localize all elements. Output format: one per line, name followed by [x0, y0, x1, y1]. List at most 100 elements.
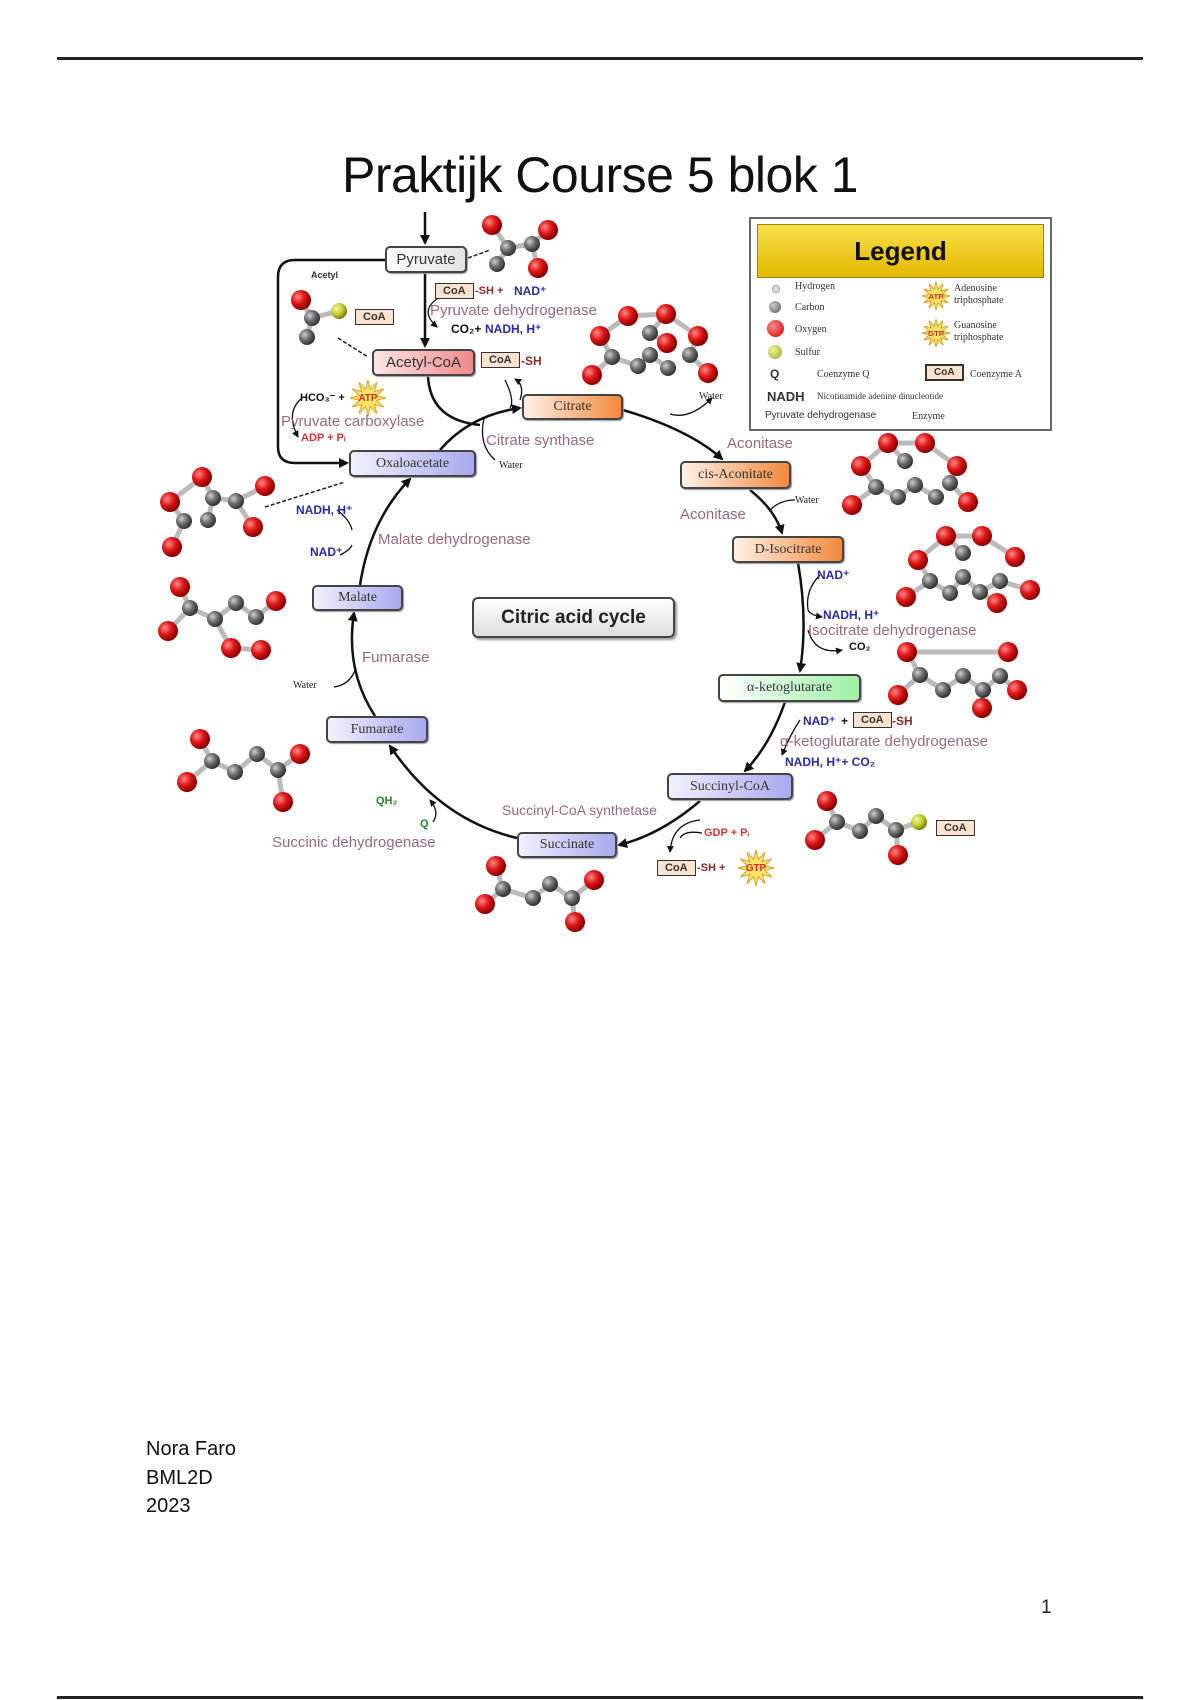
carbon-atom [248, 609, 264, 625]
legend-coa: Coenzyme A [970, 369, 1022, 380]
citrate-synthase-sh: -SH [521, 354, 542, 368]
arrow-akg-to-succinylcoa [743, 701, 787, 773]
carbon-atom [228, 493, 244, 509]
oxygen-atom [851, 456, 871, 476]
acetyl-coa-label: Acetyl-CoA [385, 354, 462, 371]
oxygen-atom [486, 856, 506, 876]
arrow-fumarate-to-malate [347, 611, 377, 717]
legend-carbon: Carbon [795, 302, 825, 313]
legend-nadh-symbol: NADH [767, 389, 805, 404]
citrate-synthase-coa-tag: CoA [481, 352, 520, 368]
hydrogen-icon [772, 285, 780, 293]
legend-coa-symbol: CoA [925, 364, 964, 381]
citrate-label: Citrate [553, 399, 592, 414]
malate-molecule [158, 577, 286, 660]
acetyl-molecule [291, 290, 347, 345]
succinate-box: Succinate [517, 832, 617, 858]
oxygen-atom [888, 685, 908, 705]
oxygen-atom [190, 729, 210, 749]
arrow-malate-to-oxaloacetate [358, 477, 412, 586]
oxygen-atom [482, 215, 502, 235]
malate-label: Malate [338, 590, 377, 605]
arrow-cisaconitate-to-isocitrate [749, 489, 785, 535]
enzyme-isocitrate-dehydrogenase: Isocitrate dehydrogenase [808, 622, 977, 639]
carbon-atom [642, 325, 658, 341]
oxygen-atom [1020, 580, 1040, 600]
legend-hydrogen: Hydrogen [795, 281, 835, 292]
legend-sulfur: Sulfur [795, 347, 820, 358]
pdh-nad: NAD⁺ [514, 284, 547, 298]
succinyl-coa-synthetase-gtp-icon: GTP [737, 849, 775, 887]
fumarate-box: Fumarate [326, 716, 428, 743]
oxygen-atom [896, 587, 916, 607]
carbon-atom [852, 823, 868, 839]
arrow-isocitrate-to-akg [796, 562, 807, 673]
carbon-atom [992, 668, 1008, 684]
scs-coa-tag: CoA [657, 860, 696, 876]
enzyme-fumarase: Fumarase [362, 649, 430, 666]
oxygen-atom [565, 912, 585, 932]
oxygen-atom [582, 365, 602, 385]
succinyl-coa-label: Succinyl-CoA [689, 778, 771, 794]
oxygen-atom [177, 772, 197, 792]
oxygen-atom [888, 845, 908, 865]
svg-text:GTP: GTP [928, 329, 944, 338]
svg-text:GTP: GTP [746, 863, 767, 874]
page-title: Praktijk Course 5 blok 1 [341, 147, 859, 203]
pathway-arrows [276, 212, 807, 848]
aconitase-water: Water [795, 495, 819, 506]
alpha-ketoglutarate-box: α-ketoglutarate [718, 674, 861, 702]
d-isocitrate-box: D-Isocitrate [732, 536, 844, 563]
pyruvate-molecule [482, 215, 558, 278]
svg-text:ATP: ATP [358, 393, 377, 404]
fumarase-water: Water [293, 680, 317, 691]
idh-nad: NAD⁺ [817, 568, 850, 582]
legend-nadh: Nicotinamide adenine dinucleotide [817, 391, 943, 401]
succinate-molecule [475, 856, 604, 932]
mdh-nadh: NADH, H⁺ [296, 503, 353, 517]
oxygen-atom [657, 333, 677, 353]
carbon-atom [942, 475, 958, 491]
alpha-ketoglutarate-label: α-ketoglutarate [746, 680, 833, 695]
cycle-title: Citric acid cycle [501, 606, 646, 628]
carbon-atom [182, 600, 198, 616]
atp-star-icon: ATP [921, 281, 951, 311]
carbon-atom [942, 585, 958, 601]
akgdh-nadh-co2: NADH, H⁺+ CO₂ [785, 755, 876, 769]
arrow-succinate-to-fumarate [388, 744, 518, 840]
carbon-atom [604, 349, 620, 365]
acetyl-label: Acetyl [311, 270, 339, 280]
carbon-atom [955, 545, 971, 561]
oxygen-atom [897, 642, 917, 662]
carbon-atom [204, 753, 220, 769]
oxygen-atom [158, 621, 178, 641]
mdh-nad: NAD⁺ [310, 545, 343, 559]
carbon-atom [660, 360, 676, 376]
carbon-atom [524, 236, 540, 252]
oxaloacetate-molecule [160, 467, 275, 557]
oxygen-atom [162, 537, 182, 557]
pyruvate-label: Pyruvate [396, 251, 456, 268]
carbon-atom [304, 310, 320, 326]
malate-box: Malate [312, 585, 403, 611]
scs-sh: -SH + [697, 862, 726, 874]
page-number: 1 [1041, 1597, 1052, 1618]
oxygen-atom [915, 433, 935, 453]
enzyme-succinyl-coa-synthetase: Succinyl-CoA synthetase [502, 802, 657, 818]
oxygen-atom [958, 492, 978, 512]
atp-star: ATP [921, 281, 951, 311]
enzyme-succinic-dehydrogenase: Succinic dehydrogenase [272, 834, 436, 851]
oxygen-atom [656, 304, 676, 324]
carbon-atom [642, 347, 658, 363]
succinyl-coa-box: Succinyl-CoA [667, 773, 793, 800]
enzyme-malate-dehydrogenase: Malate dehydrogenase [378, 531, 531, 548]
header-rule [57, 57, 1143, 60]
enzyme-aconitase-2: Aconitase [680, 506, 746, 523]
oxygen-atom [291, 290, 311, 310]
carbon-atom [495, 881, 511, 897]
carbon-atom [955, 668, 971, 684]
akgdh-sh: -SH [892, 714, 913, 728]
pyruvate-box: Pyruvate [385, 246, 467, 273]
cis-aconitate-molecule [842, 433, 978, 515]
legend-coenzyme-q: Coenzyme Q [817, 369, 870, 380]
